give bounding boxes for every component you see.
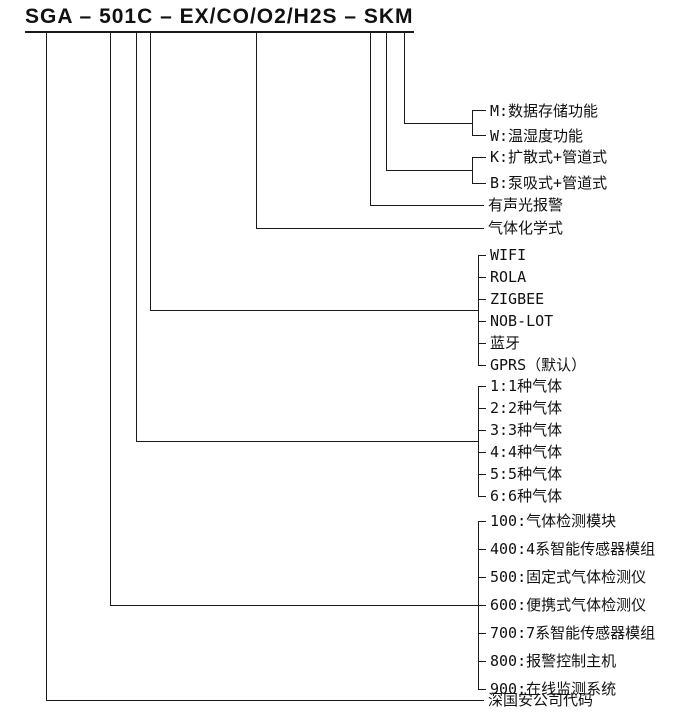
sampling-label-b: B:泵吸式+管道式 (490, 174, 608, 192)
label-row: W:温湿度功能 (472, 123, 598, 148)
gas-count-label-4: 4:4种气体 (490, 443, 563, 461)
series-group: 100:气体检测模块 400:4系智能传感器模组 500:固定式气体检测仪 60… (478, 507, 655, 703)
series-label-800: 800:报警控制主机 (490, 652, 617, 670)
comm-label-zigbee: ZIGBEE (490, 290, 545, 308)
tick-line (478, 407, 486, 409)
label-row: 6:6种气体 (478, 485, 562, 507)
sampling-bracket-line (472, 157, 473, 184)
tick-line (478, 576, 486, 578)
tick-line (478, 495, 486, 497)
series-label-700: 700:7系智能传感器模组 (490, 624, 656, 642)
label-row: 800:报警控制主机 (478, 647, 655, 675)
comm-label-gprs: GPRS（默认） (490, 356, 587, 374)
communication-drop-line (150, 32, 151, 310)
gas-count-group: 1:1种气体 2:2种气体 3:3种气体 4:4种气体 5:5种气体 6:6种气… (478, 375, 562, 507)
gas-count-connector-line (136, 441, 478, 442)
comm-label-wifi: WIFI (490, 246, 527, 264)
tick-line (478, 342, 486, 344)
label-row: ROLA (478, 266, 586, 288)
tick-line (478, 254, 486, 256)
label-row: B:泵吸式+管道式 (472, 170, 607, 196)
sampling-drop-line (386, 32, 387, 170)
tick-line (478, 604, 486, 606)
gas-count-label-1: 1:1种气体 (490, 377, 563, 395)
company-label: 深国安公司代码 (488, 691, 594, 709)
label-row: GPRS（默认） (478, 354, 586, 376)
tick-line (478, 276, 486, 278)
tick-line (478, 660, 486, 662)
tick-line (478, 451, 486, 453)
label-row: 600:便携式气体检测仪 (478, 591, 655, 619)
label-row: WIFI (478, 244, 586, 266)
alarm-connector-line (370, 205, 484, 206)
comm-label-nob-lot: NOB-LOT (490, 312, 554, 330)
label-row: 4:4种气体 (478, 441, 562, 463)
label-row: 5:5种气体 (478, 463, 562, 485)
label-row: 700:7系智能传感器模组 (478, 619, 655, 647)
tick-line (478, 298, 486, 300)
company-connector-line (46, 700, 484, 701)
function-connector-line (404, 123, 472, 124)
tick-line (472, 182, 486, 184)
label-row: 400:4系智能传感器模组 (478, 535, 655, 563)
tick-line (478, 548, 486, 550)
comm-label-bluetooth: 蓝牙 (490, 334, 521, 352)
tick-line (478, 385, 486, 387)
label-row: 100:气体检测模块 (478, 507, 655, 535)
gas-count-label-3: 3:3种气体 (490, 421, 563, 439)
gas-formula-connector-line (256, 228, 484, 229)
sampling-group: K:扩散式+管道式 B:泵吸式+管道式 (472, 144, 607, 196)
gas-count-bracket-line (478, 386, 479, 497)
company-drop-line (46, 32, 47, 700)
label-row: 1:1种气体 (478, 375, 562, 397)
tick-line (478, 429, 486, 431)
series-label-600: 600:便携式气体检测仪 (490, 596, 647, 614)
series-connector-line (110, 605, 478, 606)
tick-line (478, 520, 486, 522)
alarm-drop-line (370, 32, 371, 205)
series-drop-line (110, 32, 111, 605)
tick-line (478, 320, 486, 322)
label-row: 2:2种气体 (478, 397, 562, 419)
label-row: ZIGBEE (478, 288, 586, 310)
gas-formula-label: 气体化学式 (488, 219, 564, 237)
tick-line (478, 364, 486, 366)
function-drop-line (404, 32, 405, 123)
gas-count-label-5: 5:5种气体 (490, 465, 563, 483)
gas-formula-drop-line (256, 32, 257, 228)
series-bracket-line (478, 521, 479, 690)
tick-line (472, 156, 486, 158)
function-group: M:数据存储功能 W:温湿度功能 (472, 98, 598, 148)
communication-group: WIFI ROLA ZIGBEE NOB-LOT 蓝牙 GPRS（默认） (478, 244, 586, 376)
series-label-400: 400:4系智能传感器模组 (490, 540, 656, 558)
function-label-m: M:数据存储功能 (490, 101, 599, 120)
label-row: 蓝牙 (478, 332, 586, 354)
series-label-100: 100:气体检测模块 (490, 512, 617, 530)
tick-line (472, 135, 486, 136)
series-label-500: 500:固定式气体检测仪 (490, 568, 647, 586)
communication-bracket-line (478, 255, 479, 366)
label-row: 500:固定式气体检测仪 (478, 563, 655, 591)
sampling-label-k: K:扩散式+管道式 (490, 148, 608, 166)
tick-line (478, 688, 486, 690)
gas-count-label-2: 2:2种气体 (490, 399, 563, 417)
tick-line (472, 110, 486, 111)
sampling-connector-line (386, 170, 472, 171)
tick-line (478, 632, 486, 634)
function-label-w: W:温湿度功能 (490, 126, 584, 145)
label-row: 3:3种气体 (478, 419, 562, 441)
gas-count-label-6: 6:6种气体 (490, 487, 563, 505)
label-row: 900:在线监测系统 (478, 675, 655, 703)
label-row: NOB-LOT (478, 310, 586, 332)
gas-count-drop-line (136, 32, 137, 441)
label-row: M:数据存储功能 (472, 98, 598, 123)
communication-connector-line (150, 310, 478, 311)
model-code-title: SGA – 501C – EX/CO/O2/H2S – SKM (25, 5, 414, 33)
alarm-label: 有声光报警 (488, 196, 564, 214)
function-bracket-line (472, 110, 473, 136)
label-row: K:扩散式+管道式 (472, 144, 607, 170)
series-label-900: 900:在线监测系统 (490, 680, 617, 698)
tick-line (478, 473, 486, 475)
comm-label-rola: ROLA (490, 268, 527, 286)
